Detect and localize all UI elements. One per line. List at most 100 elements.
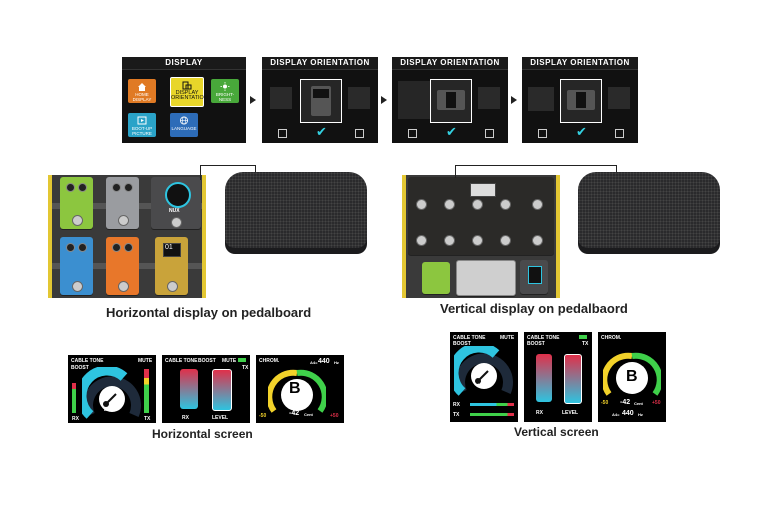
orientation-option-center[interactable]	[430, 79, 472, 123]
vertical-screen-level: CABLE TONE BOOST MUTE LEVEL RX TX	[450, 332, 518, 422]
orientation-option-center-selected[interactable]	[300, 79, 342, 123]
speaker-amp	[578, 172, 720, 254]
a4-value: 440	[622, 410, 634, 417]
minus-50-label: -50	[259, 413, 267, 419]
pedal-orange[interactable]	[106, 237, 139, 295]
speaker-amp	[225, 172, 367, 254]
a4-label: A4=	[310, 360, 318, 365]
pedal-brand: NUX	[169, 208, 180, 214]
level-bar	[564, 354, 582, 404]
tile-boot-up-picture[interactable]: BOOT-UP PICTURE	[128, 113, 156, 137]
cent-value: -42	[620, 399, 631, 406]
rx-label: RX	[72, 416, 79, 422]
level-label: LEVEL	[562, 410, 579, 416]
cent-unit: Cent	[634, 401, 643, 406]
orientation-icon	[182, 81, 192, 90]
tile-label: HOME DISPLAY	[132, 92, 152, 102]
chrom-label: CHROM.	[259, 358, 280, 364]
level-label: LEVEL	[212, 415, 229, 421]
battery-icon	[579, 335, 587, 339]
cent-unit: Cent	[304, 412, 313, 417]
checkbox-left[interactable]	[408, 129, 417, 138]
tx-label: TX	[582, 341, 589, 347]
multi-effects-unit[interactable]	[408, 177, 554, 255]
pedal-gold[interactable]: 01	[155, 237, 188, 295]
checkbox-right[interactable]	[485, 129, 494, 138]
vertical-screen-tuner: CHROM. B -50 +50 -42 Cent A4= 440 Hz	[598, 332, 666, 422]
pedal-dark-small[interactable]	[520, 260, 548, 294]
orientation-panel-3: DISPLAY ORIENTATION ✔	[522, 57, 638, 143]
pedal-blue[interactable]	[60, 237, 93, 295]
rx-label: RX	[536, 410, 543, 416]
tx-label: TX	[242, 365, 249, 371]
home-icon	[138, 83, 146, 91]
boost-label: BOOST	[453, 341, 471, 347]
cable-tone-label: CABLE TONE	[453, 335, 486, 341]
tile-label: LANGUAGE	[171, 126, 197, 131]
orientation-option-left[interactable]	[270, 87, 292, 109]
cable-tone-label: CABLE TONE	[165, 358, 198, 364]
battery-icon	[238, 358, 246, 362]
horizontal-screen-tuner: CHROM. A4= 440 Hz B -42 Cent -50 +50	[256, 355, 344, 423]
level-gauge	[454, 346, 513, 396]
caption-horizontal-board: Horizontal display on pedalboard	[106, 305, 312, 320]
pedal-with-screen[interactable]: NUX	[151, 177, 201, 229]
plus-50-label: +50	[652, 400, 661, 406]
sun-icon	[220, 82, 230, 91]
tuner-ring	[268, 369, 326, 413]
checkbox-right[interactable]	[615, 129, 624, 138]
vertical-screen-boost: CABLE TONE BOOST TX RX LEVEL	[524, 332, 592, 422]
mute-label: MUTE	[500, 335, 515, 341]
boost-label: BOOST	[527, 341, 545, 347]
caption-horizontal-screen: Horizontal screen	[152, 427, 253, 441]
plus-50-label: +50	[330, 413, 339, 419]
orientation-panel-title: DISPLAY ORIENTATION	[522, 57, 638, 70]
boost-label: BOOST	[71, 365, 89, 371]
a4-value: 440	[318, 358, 330, 365]
cable	[455, 165, 617, 178]
a4-label: A4=	[612, 412, 620, 417]
orientation-option-left[interactable]	[528, 87, 554, 111]
tx-label: TX	[144, 416, 151, 422]
level-label: LEVEL	[104, 407, 117, 412]
boost-label: BOOST	[198, 358, 216, 364]
checkbox-left[interactable]	[538, 129, 547, 138]
level-label: LEVEL	[478, 382, 491, 387]
level-gauge	[82, 367, 141, 419]
pedal-grey[interactable]	[106, 177, 139, 229]
picture-icon	[137, 116, 147, 125]
tile-home-display[interactable]: HOME DISPLAY	[128, 79, 156, 103]
rx-label: RX	[453, 402, 460, 408]
orientation-panel-2: DISPLAY ORIENTATION ✔	[392, 57, 508, 143]
orientation-panel-title: DISPLAY ORIENTATION	[262, 57, 378, 70]
arrow-right-icon	[250, 96, 256, 104]
cable-tone-label: CABLE TONE	[527, 335, 560, 341]
tile-label: BOOT-UP PICTURE	[131, 126, 153, 136]
orientation-option-right[interactable]	[608, 87, 630, 109]
tuner-note: B	[626, 368, 638, 385]
pedal-grey-flat[interactable]	[456, 260, 516, 296]
pedal-small-green[interactable]	[422, 262, 450, 294]
tile-display-orientation[interactable]: DISPLAY ORIENTATION	[170, 77, 208, 107]
chrom-label: CHROM.	[601, 335, 622, 341]
orientation-option-left-selected[interactable]	[398, 81, 430, 119]
checkbox-right[interactable]	[355, 129, 364, 138]
display-menu-title: DISPLAY	[122, 57, 246, 70]
orientation-option-center-selected[interactable]	[560, 79, 602, 123]
tile-brightness[interactable]: BRIGHT-NESS	[211, 79, 239, 103]
orientation-option-right[interactable]	[478, 87, 500, 109]
cent-value: -42	[289, 410, 300, 417]
mute-label: MUTE	[138, 358, 153, 364]
tile-language[interactable]: LANGUAGE	[170, 113, 198, 137]
mute-label: MUTE	[222, 358, 237, 364]
cable-tone-label: CABLE TONE	[71, 358, 104, 364]
checkmark-icon: ✔	[316, 124, 327, 139]
arrow-right-icon	[511, 96, 517, 104]
pedal-green[interactable]	[60, 177, 93, 229]
tx-label: TX	[453, 412, 460, 418]
tile-label: BRIGHT-NESS	[215, 92, 235, 102]
rx-bar	[180, 369, 198, 409]
checkbox-left[interactable]	[278, 129, 287, 138]
caption-vertical-screen: Vertical screen	[514, 425, 599, 439]
orientation-option-right[interactable]	[348, 87, 370, 109]
